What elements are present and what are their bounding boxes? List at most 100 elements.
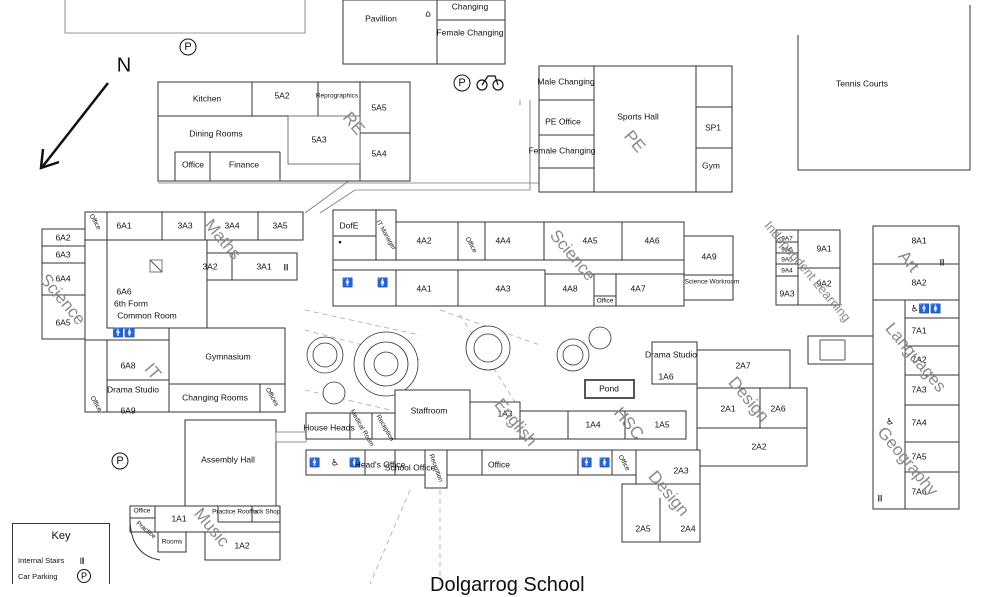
room-house-heads: House Heads [303,422,355,432]
room-9a3: 9A3 [779,288,794,298]
room-7a6: 7A6 [911,486,926,496]
parking-icon: P [453,74,471,92]
room-2a4: 2A4 [680,523,695,533]
room-pe-office: PE Office [545,116,581,126]
independent-learning-block: 9A7 9A6 9A5 9A4 9A3 9A1 9A2 [775,229,841,306]
pavillion-building: Pavillion Changing Female Changing ⌂ [342,0,506,65]
room-2a5: 2A5 [635,523,650,533]
room-changing: Changing [452,1,489,11]
stairs-icon: • [337,239,342,249]
tree-icon [588,326,612,350]
room-science-workroom: Science Workroom [685,279,740,286]
room-office: Office [182,159,204,169]
tennis-courts-outline [797,5,971,171]
room-9a7: 9A7 [781,236,793,243]
svg-text:P: P [116,455,123,467]
room-6a3: 6A3 [55,249,70,259]
accessible-icon: ♿ [886,418,894,428]
stairs-icon: 𝍫 [80,557,85,567]
shower-icon: ⌂ [425,10,431,20]
sports-hall-block: Male Changing PE Office Sports Hall SP1 … [528,65,733,193]
room-pavillion: Pavillion [365,13,397,23]
room-office: Office [597,298,614,305]
toilet-male-icon: 🚹 [309,457,320,469]
room-3a4: 3A4 [224,220,239,230]
room-5a4: 5A4 [371,148,386,158]
stairs-icon: 𝍫 [878,495,883,505]
room-6a1: 6A1 [116,220,131,230]
room-female-changing: Female Changing [528,145,595,155]
room-2a2: 2A2 [751,441,766,451]
room-9a6: 9A6 [781,247,793,254]
room-4a4: 4A4 [495,235,510,245]
bicycle-icon [476,75,504,91]
key-title: Key [51,530,71,542]
room-dining-rooms: Dining Rooms [189,128,242,138]
room-sports-hall: Sports Hall [617,111,659,121]
maths-wing: Office 6A1 3A3 3A4 3A5 6A2 6A3 6A4 6A5 3… [41,211,304,340]
stairs-icon: 𝍫 [284,264,289,274]
compass-label: N [117,54,131,76]
music-block: Office Practice 1A1 Practice Rooms Tuck … [129,505,281,561]
room-common-room: Common Room [117,310,177,320]
room-practice-rooms: Practice Rooms [212,509,259,516]
room-9a1: 9A1 [816,243,831,253]
room-8a1: 8A1 [911,235,926,245]
room-kitchen: Kitchen [193,93,222,103]
room-5a3: 5A3 [311,134,326,144]
room-gymnasium: Gymnasium [205,351,250,361]
toilets-icon: ♿🚹🚺 [911,303,941,315]
toilet-female-icon: 🚺 [377,277,388,289]
room-6a9: 6A9 [120,405,135,415]
north-arrow-icon: N [39,54,131,170]
room-9a5: 9A5 [781,257,793,264]
room-6a6: 6A6 [116,286,131,296]
room-1a3: 1A3 [497,408,512,418]
toilet-male-icon: 🚹 [581,457,592,469]
svg-text:P: P [458,77,465,89]
room-7a1: 7A1 [911,325,926,335]
room-office: Office [488,459,510,469]
svg-text:P: P [184,41,191,53]
room-1a5: 1A5 [654,419,669,429]
room-1a2: 1A2 [234,540,249,550]
room-1a6: 1A6 [658,371,673,381]
room-5a5: 5A5 [371,102,386,112]
courtyard [304,309,612,584]
science-block: DofE • IT Manager 4A2 Office 4A4 4A5 4A6… [332,209,740,307]
room-rooms: Rooms [162,539,183,546]
room-3a3: 3A3 [177,220,192,230]
room-2a6: 2A6 [770,403,785,413]
room-8a2: 8A2 [911,277,926,287]
room-4a3: 4A3 [495,283,510,293]
toilet-female-icon: 🚺 [599,457,610,469]
room-staffroom: Staffroom [411,405,448,415]
room-3a5: 3A5 [272,220,287,230]
stairs-icon: 𝍫 [940,259,945,269]
room-3a1: 3A1 [256,261,271,271]
room-reprographics: Reprographics [316,93,359,100]
room-pond: Pond [599,383,619,393]
toilet-female-icon: 🚺 [349,457,360,469]
toilets-icon: 🚹🚺 [113,327,135,339]
room-4a1: 4A1 [416,283,431,293]
room-6a2: 6A2 [55,232,70,242]
parking-icon: P [179,38,197,56]
room-4a8: 4A8 [562,283,577,293]
room-female-changing: Female Changing [436,27,503,37]
it-gym-block: Office 6A8 Drama Studio 6A9 Gymnasium Ch… [84,327,286,415]
room-tuck-shop: Tuck Shop [250,509,281,516]
school-floor-plan: Tennis Courts P P P N Pavillion Changing… [36,0,971,584]
room-9a4: 9A4 [781,268,793,275]
room-4a7: 4A7 [630,283,645,293]
room-dofe: DofE [340,220,359,230]
room-6a4: 6A4 [55,273,70,283]
accessible-icon: ♿ [331,459,339,469]
room-sixth-form: 6th Form [114,298,148,308]
room-finance: Finance [229,159,260,169]
room-changing-rooms: Changing Rooms [182,392,248,402]
room-2a3: 2A3 [673,465,688,475]
central-block: Assembly Hall House Heads Medical Room R… [184,379,687,507]
tennis-courts-label: Tennis Courts [836,78,888,88]
parking-icon: P [111,452,129,470]
